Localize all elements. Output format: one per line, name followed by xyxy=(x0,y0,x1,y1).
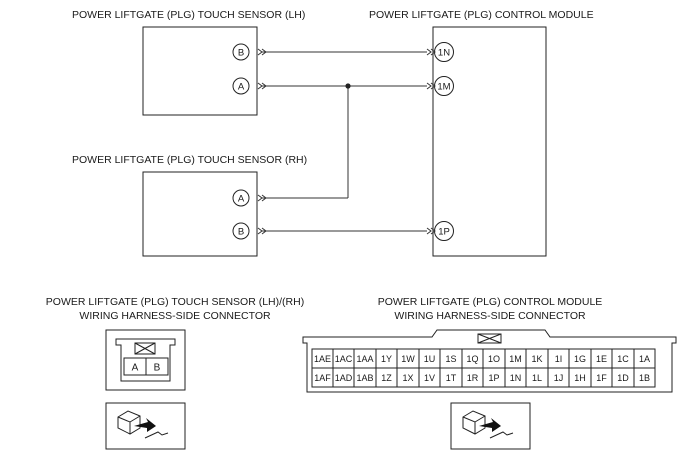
module-terminal-label: 1E xyxy=(596,354,607,364)
module-terminal-label: 1K xyxy=(531,354,542,364)
lh-pin-b-label: B xyxy=(238,48,244,59)
rh-pin-a xyxy=(232,189,250,207)
module-terminal-label: 1C xyxy=(617,354,629,364)
module-terminal-label: 1S xyxy=(445,354,456,364)
rh-pin-b-label: B xyxy=(238,227,244,238)
module-terminal-label: 1AB xyxy=(356,373,373,383)
connector-chevron xyxy=(257,48,267,56)
module-pin-1m-label: 1M xyxy=(437,82,450,93)
module-terminal-label: 1L xyxy=(532,373,542,383)
module-terminal-label: 1AC xyxy=(335,354,353,364)
connector-chevron xyxy=(426,48,436,56)
module-connector-title-1: POWER LIFTGATE (PLG) CONTROL MODULE xyxy=(378,296,603,308)
module-terminal-label: 1Q xyxy=(466,354,478,364)
module-terminal-label: 1G xyxy=(574,354,586,364)
module-terminal-label: 1F xyxy=(596,373,607,383)
module-terminal-label: 1D xyxy=(617,373,629,383)
lh-sensor-title: POWER LIFTGATE (PLG) TOUCH SENSOR (LH) xyxy=(72,9,305,21)
module-terminal-label: 1X xyxy=(402,373,413,383)
connector-chevron xyxy=(426,82,436,90)
module-terminal-label: 1A xyxy=(639,354,650,364)
module-terminal-label: 1W xyxy=(401,354,415,364)
module-terminal-label: 1U xyxy=(424,354,436,364)
module-connector-view-icon xyxy=(450,402,531,450)
connector-chevron xyxy=(426,227,436,235)
module-terminal-label: 1Y xyxy=(381,354,392,364)
control-module-title: POWER LIFTGATE (PLG) CONTROL MODULE xyxy=(369,9,594,21)
module-terminal-label: 1AE xyxy=(314,354,331,364)
lh-pin-a xyxy=(232,77,250,95)
module-pin-1p-label: 1P xyxy=(438,227,450,238)
module-terminal-label: 1AA xyxy=(356,354,373,364)
module-terminal-label: 1Z xyxy=(381,373,392,383)
rh-pin-a-label: A xyxy=(238,194,245,205)
module-connector-title-2: WIRING HARNESS-SIDE CONNECTOR xyxy=(394,310,586,322)
splice-junction xyxy=(345,83,351,89)
module-terminal-label: 1R xyxy=(467,373,479,383)
module-terminal-cell xyxy=(633,367,656,388)
sensor-connector-face: A B xyxy=(105,329,186,391)
module-terminal-label: 1N xyxy=(510,373,522,383)
rh-sensor: A B xyxy=(142,171,258,257)
module-terminal-label: 1P xyxy=(488,373,499,383)
module-terminal-label: 1O xyxy=(488,354,500,364)
control-module: 1N 1M 1P xyxy=(432,26,547,257)
rh-sensor-title: POWER LIFTGATE (PLG) TOUCH SENSOR (RH) xyxy=(72,154,307,166)
sensor-connector-title-2: WIRING HARNESS-SIDE CONNECTOR xyxy=(79,310,271,322)
lh-sensor: B A xyxy=(142,26,258,116)
rh-pin-b xyxy=(232,222,250,240)
connector-chevron xyxy=(257,227,267,235)
sensor-connector-title-1: POWER LIFTGATE (PLG) TOUCH SENSOR (LH)/(… xyxy=(46,296,304,308)
lh-pin-b xyxy=(232,43,250,61)
module-terminal-label: 1H xyxy=(574,373,586,383)
module-pin-1n-label: 1N xyxy=(438,48,450,59)
module-terminal-label: 1J xyxy=(554,373,564,383)
connector-chevron xyxy=(257,194,267,202)
module-terminal-label: 1AF xyxy=(314,373,331,383)
module-terminal-label: 1T xyxy=(446,373,457,383)
module-terminal-label: 1M xyxy=(509,354,522,364)
module-terminal-label: 1V xyxy=(424,373,435,383)
connector-chevron xyxy=(257,82,267,90)
module-terminal-label: 1AD xyxy=(335,373,353,383)
module-terminal-label: 1B xyxy=(639,373,650,383)
sensor-terminal-a: A xyxy=(132,363,139,374)
sensor-terminal-b: B xyxy=(154,363,161,374)
wires xyxy=(257,48,436,235)
module-terminal-label: 1I xyxy=(555,354,563,364)
lh-pin-a-label: A xyxy=(238,82,245,93)
sensor-connector-view-icon xyxy=(105,402,186,450)
